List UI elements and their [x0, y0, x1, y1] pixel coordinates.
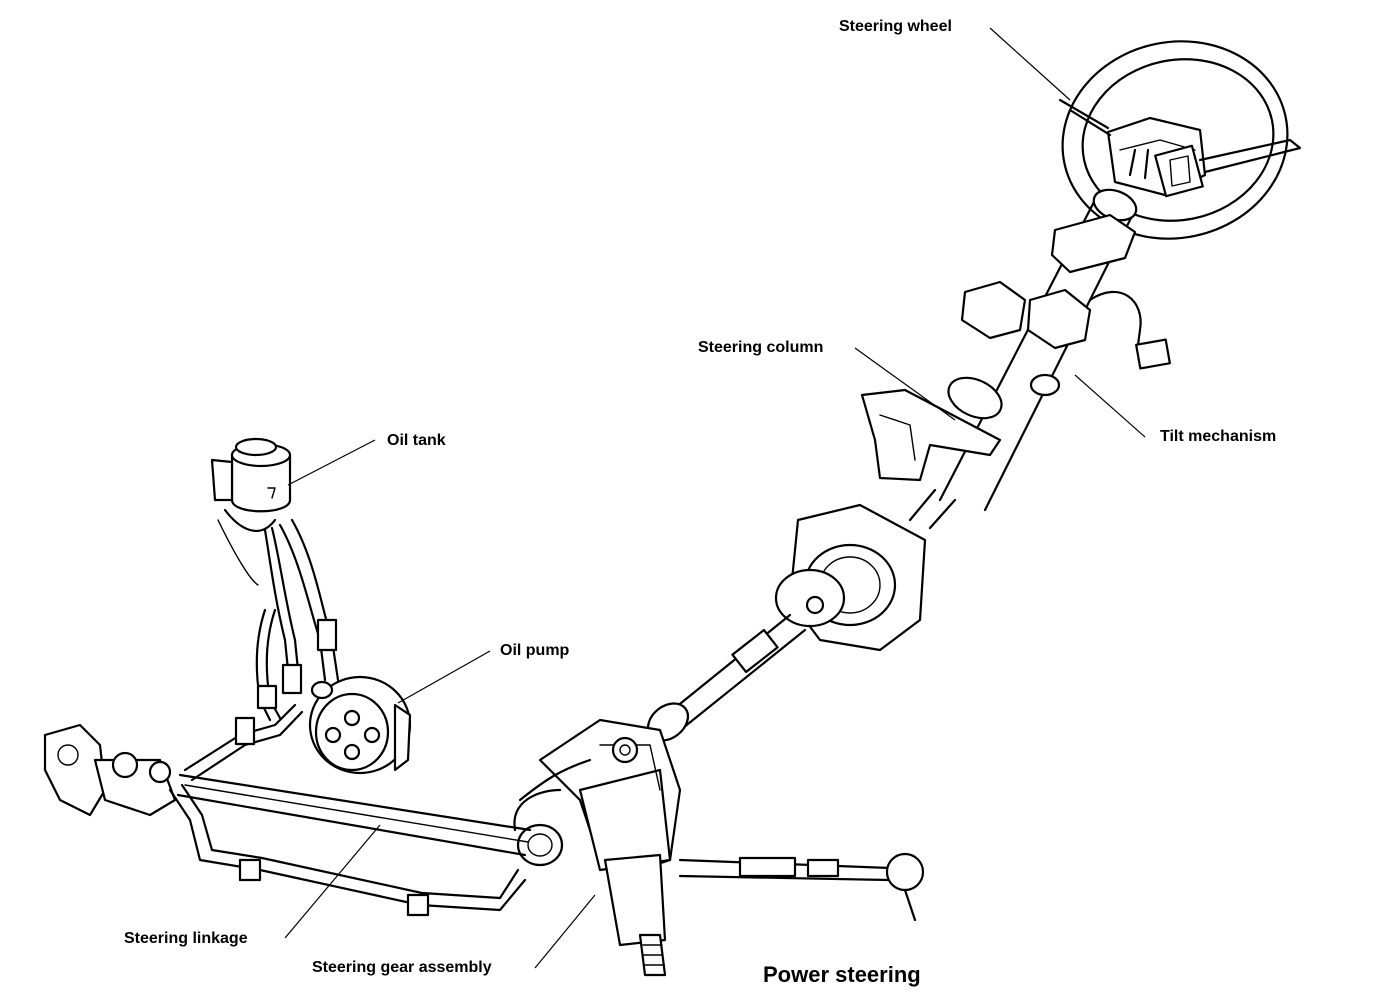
leader-steering-gear	[534, 894, 596, 969]
leader-oil-pump	[397, 650, 491, 704]
tie-rod-right-drawing	[678, 852, 925, 922]
hydraulic-lines-drawing	[168, 703, 527, 917]
label-steering-wheel: Steering wheel	[839, 18, 952, 35]
label-steering-gear-assembly: Steering gear assembly	[312, 959, 492, 976]
steering-wheel-drawing	[1058, 40, 1302, 240]
label-oil-pump: Oil pump	[500, 642, 570, 659]
steering-linkage-drawing	[43, 723, 532, 857]
steering-column-drawing	[646, 188, 1171, 742]
leader-steering-column	[854, 347, 956, 421]
leader-steering-linkage	[284, 824, 381, 939]
label-tilt-mechanism: Tilt mechanism	[1160, 428, 1277, 445]
leader-lines	[284, 27, 1146, 969]
label-oil-tank: Oil tank	[387, 432, 446, 449]
leader-oil-tank	[287, 439, 376, 486]
oil-tank-drawing	[210, 437, 340, 722]
figure-title: Power steering	[763, 962, 921, 987]
label-steering-linkage: Steering linkage	[124, 930, 248, 947]
steering-gear-drawing	[513, 718, 682, 977]
oil-pump-drawing	[308, 675, 412, 775]
leader-steering-wheel	[989, 27, 1071, 101]
label-steering-column: Steering column	[698, 339, 824, 356]
leader-tilt-mechanism	[1074, 374, 1146, 438]
